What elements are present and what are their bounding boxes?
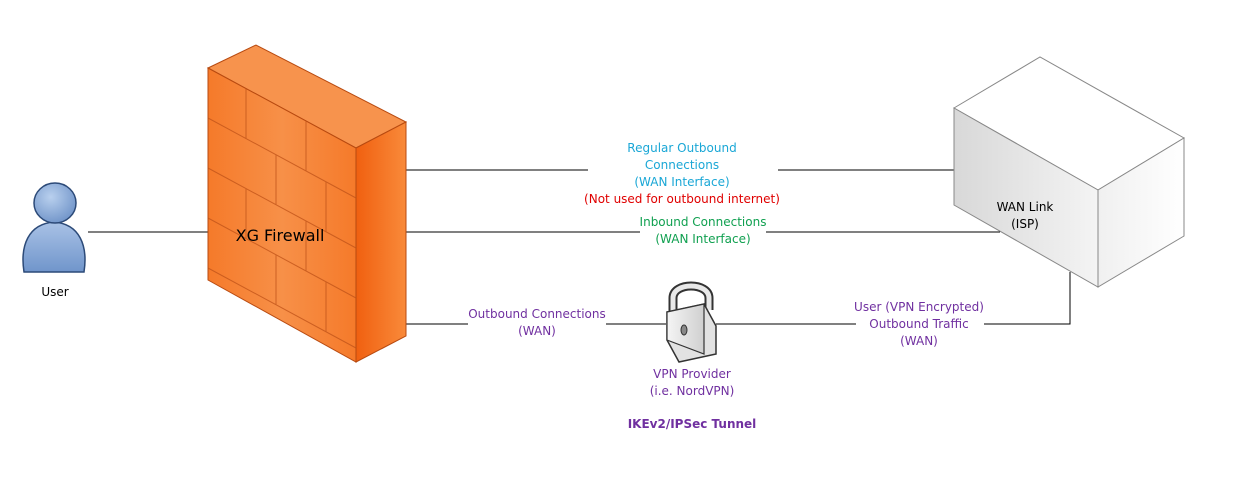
vpn-provider-label: VPN Provider (i.e. NordVPN) bbox=[636, 366, 748, 400]
firewall-label: XG Firewall bbox=[235, 226, 325, 245]
inbound-line1: Inbound Connections bbox=[639, 215, 767, 229]
outbound-wan-label: Outbound Connections (WAN) bbox=[462, 306, 612, 340]
vpn-traffic-label: User (VPN Encrypted) Outbound Traffic (W… bbox=[846, 299, 992, 350]
padlock-icon bbox=[666, 281, 717, 363]
user-icon bbox=[22, 182, 86, 273]
vpn-provider-line2: (i.e. NordVPN) bbox=[649, 384, 735, 398]
vpn-traffic-line1: User (VPN Encrypted) bbox=[854, 300, 984, 314]
outbound-wan-line2: (WAN) bbox=[518, 324, 556, 338]
regular-note: (Not used for outbound internet) bbox=[584, 192, 780, 206]
tunnel-label: IKEv2/IPSec Tunnel bbox=[627, 417, 757, 431]
vpn-traffic-line2: Outbound Traffic bbox=[869, 317, 969, 331]
server-box-icon bbox=[953, 56, 1185, 288]
connector-lines bbox=[88, 169, 1071, 325]
firewall-icon bbox=[206, 44, 408, 363]
wan-label: WAN Link (ISP) bbox=[980, 199, 1070, 233]
vpn-traffic-line-right bbox=[984, 272, 1071, 325]
vpn-provider-line1: VPN Provider bbox=[653, 367, 731, 381]
wan-label-line1: WAN Link bbox=[996, 200, 1054, 214]
regular-line2: Connections bbox=[644, 158, 720, 172]
wan-label-line2: (ISP) bbox=[1011, 217, 1039, 231]
outbound-wan-line1: Outbound Connections bbox=[468, 307, 606, 321]
vpn-traffic-line3: (WAN) bbox=[900, 334, 938, 348]
regular-line3: (WAN Interface) bbox=[634, 175, 730, 189]
regular-line1: Regular Outbound bbox=[627, 141, 737, 155]
user-label: User bbox=[41, 285, 69, 299]
regular-connections-label: Regular Outbound Connections (WAN Interf… bbox=[582, 140, 782, 208]
inbound-line2: (WAN Interface) bbox=[655, 232, 751, 246]
inbound-connections-label: Inbound Connections (WAN Interface) bbox=[622, 214, 784, 248]
